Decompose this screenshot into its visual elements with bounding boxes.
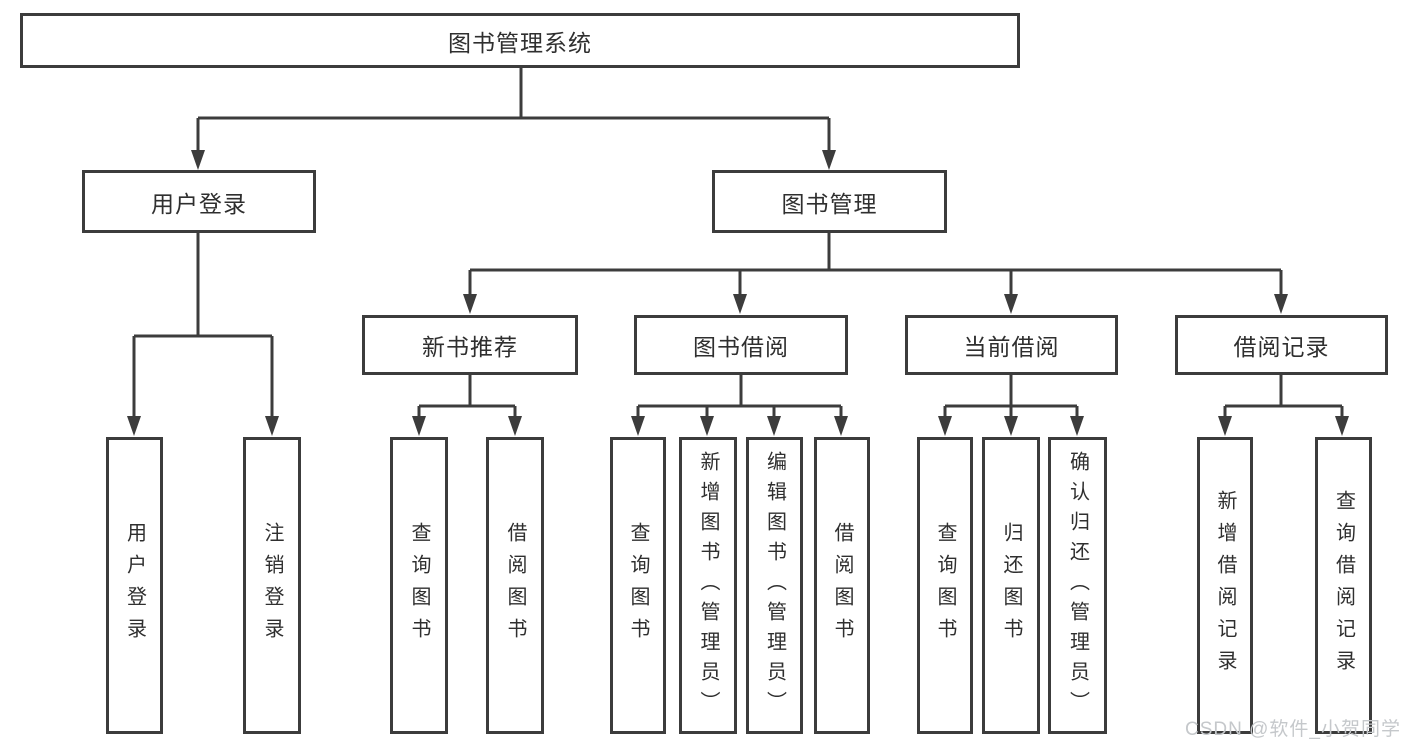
node-current-confirm-return-admin-label: 确认归还（管理员） (1066, 450, 1089, 721)
node-records-query-record: 查询借阅记录 (1315, 437, 1372, 734)
node-current-borrowing-label: 当前借阅 (963, 334, 1060, 360)
node-book-borrowing-label: 图书借阅 (693, 334, 789, 360)
node-borrow-edit-books-admin: 编辑图书（管理员） (746, 437, 803, 734)
node-recommend-query-books: 查询图书 (390, 437, 448, 734)
node-current-return-books-label: 归还图书 (1000, 521, 1022, 650)
node-book-management: 图书管理 (712, 170, 947, 233)
node-borrow-add-books-admin: 新增图书（管理员） (679, 437, 737, 734)
node-borrow-edit-books-admin-label: 编辑图书（管理员） (763, 450, 786, 721)
node-root: 图书管理系统 (20, 13, 1020, 68)
node-current-query-books-label: 查询图书 (934, 521, 956, 650)
node-user-login-label: 用户登录 (151, 190, 247, 217)
node-borrowing-records: 借阅记录 (1175, 315, 1388, 375)
node-recommend-borrow-books-label: 借阅图书 (504, 521, 526, 650)
node-leaf-logout-label: 注销登录 (261, 521, 283, 650)
node-current-return-books: 归还图书 (982, 437, 1040, 734)
node-recommend-query-books-label: 查询图书 (408, 521, 430, 650)
node-leaf-user-login-label: 用户登录 (123, 521, 146, 650)
node-new-book-recommendation: 新书推荐 (362, 315, 578, 375)
node-book-borrowing: 图书借阅 (634, 315, 848, 375)
node-user-login: 用户登录 (82, 170, 316, 233)
node-book-management-label: 图书管理 (781, 190, 878, 217)
node-new-book-recommendation-label: 新书推荐 (422, 334, 518, 360)
node-borrow-borrow-books: 借阅图书 (814, 437, 870, 734)
node-records-query-record-label: 查询借阅记录 (1332, 489, 1355, 682)
node-borrow-query-books: 查询图书 (610, 437, 666, 734)
node-leaf-user-login: 用户登录 (106, 437, 163, 734)
node-current-confirm-return-admin: 确认归还（管理员） (1048, 437, 1107, 734)
csdn-watermark: CSDN @软件_小贺同学 (1185, 719, 1401, 740)
node-borrow-query-books-label: 查询图书 (627, 521, 649, 650)
node-borrow-add-books-admin-label: 新增图书（管理员） (697, 450, 719, 721)
node-current-borrowing: 当前借阅 (905, 315, 1118, 375)
node-borrowing-records-label: 借阅记录 (1233, 334, 1330, 360)
node-recommend-borrow-books: 借阅图书 (486, 437, 544, 734)
node-root-label: 图书管理系统 (448, 29, 592, 56)
node-records-add-record: 新增借阅记录 (1197, 437, 1253, 734)
node-leaf-logout: 注销登录 (243, 437, 301, 734)
node-records-add-record-label: 新增借阅记录 (1214, 489, 1236, 682)
node-current-query-books: 查询图书 (917, 437, 973, 734)
node-borrow-borrow-books-label: 借阅图书 (831, 521, 853, 650)
